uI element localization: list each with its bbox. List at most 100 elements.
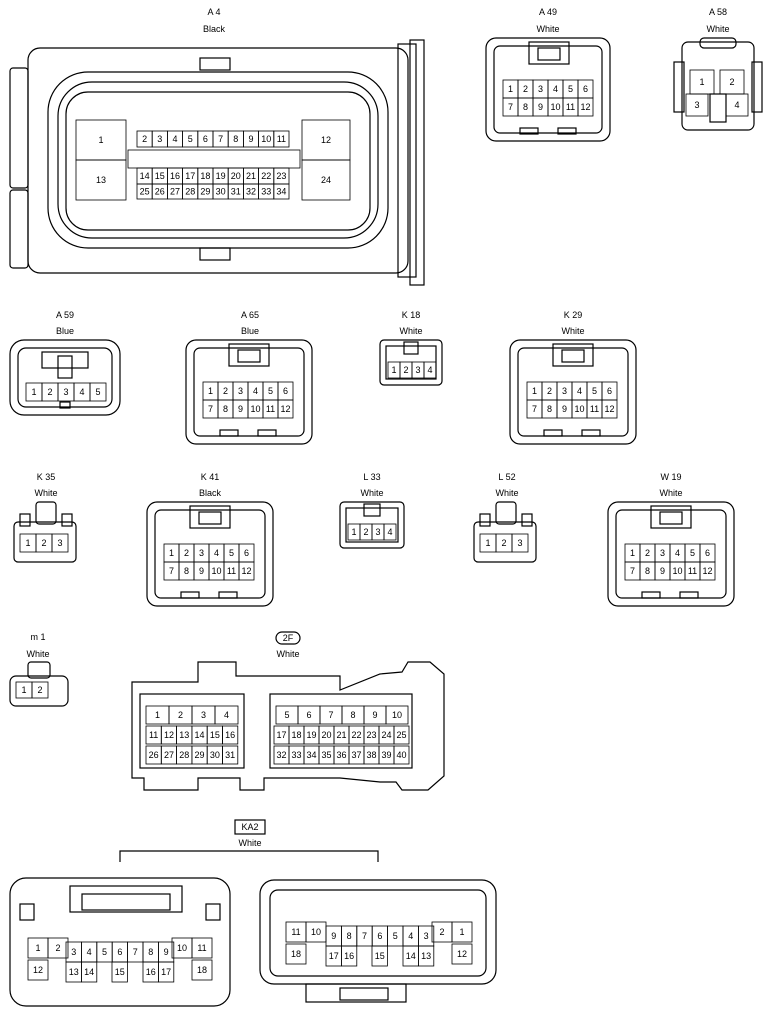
connector-2f-color: White	[276, 649, 299, 659]
2f-pin: 33	[291, 750, 301, 760]
a59-pin-cell	[89, 382, 107, 402]
k41-pin: 9	[199, 566, 204, 576]
2f-pin: 27	[164, 750, 174, 760]
w19-pin: 5	[690, 548, 695, 558]
k41-pin: 8	[184, 566, 189, 576]
connector-l33-code: L 33	[363, 472, 380, 482]
connector-ka2-code: KA2	[241, 822, 258, 832]
connector-a4-color: Black	[203, 24, 226, 34]
k35-pin: 2	[41, 538, 46, 548]
2f-pin: 4	[224, 710, 229, 720]
a65-pin: 10	[250, 404, 260, 414]
a49-pin: 3	[538, 84, 543, 94]
w19-pin: 8	[645, 566, 650, 576]
a4-pin: 31	[231, 187, 241, 197]
ka2-left-pin: 17	[161, 967, 171, 977]
connector-k41-color: Black	[199, 488, 222, 498]
a59-pin: 1	[31, 387, 36, 397]
a65-pin: 3	[238, 386, 243, 396]
ka2-left-pin: 18	[197, 965, 207, 975]
a4-pin: 13	[96, 175, 106, 185]
2f-pin: 2	[178, 710, 183, 720]
a4-big-pins: 1 13 12 24	[75, 119, 351, 201]
l33-pin: 4	[387, 527, 392, 537]
k29-pin: 1	[532, 386, 537, 396]
k35-pin: 1	[25, 538, 30, 548]
ka2-right-pin: 4	[408, 931, 413, 941]
connector-k29-color: White	[561, 326, 584, 336]
ka2-left-pin-cell	[191, 937, 213, 959]
a4-pin: 29	[200, 187, 210, 197]
2f-pin: 36	[336, 750, 346, 760]
a4-pin: 6	[203, 134, 208, 144]
2f-pin: 1	[155, 710, 160, 720]
ka2-right-pin: 8	[347, 931, 352, 941]
2f-pin: 8	[350, 710, 355, 720]
a4-pin: 11	[277, 134, 286, 144]
connector-a59-code: A 59	[56, 310, 74, 320]
a65-pin: 5	[268, 386, 273, 396]
a58-pin: 3	[694, 100, 699, 110]
w19-pin: 9	[660, 566, 665, 576]
connector-m1-code: m 1	[30, 632, 45, 642]
k41-pin: 5	[229, 548, 234, 558]
a4-pin: 22	[261, 171, 271, 181]
ka2-left-pin-cell	[191, 959, 213, 981]
a4-pin: 23	[276, 171, 286, 181]
2f-pin: 28	[179, 750, 189, 760]
2f-pin: 30	[210, 750, 220, 760]
connector-k41-code: K 41	[201, 472, 220, 482]
2f-pin-cell	[222, 745, 239, 765]
a65-pin: 7	[208, 404, 213, 414]
a65-pin: 4	[253, 386, 258, 396]
a65-pin: 11	[266, 404, 275, 414]
l52-pin: 3	[517, 538, 522, 548]
2f-pin: 24	[381, 730, 391, 740]
a49-pin: 6	[583, 84, 588, 94]
w19-pin: 12	[702, 566, 712, 576]
2f-pin: 17	[276, 730, 286, 740]
k29-pin: 4	[577, 386, 582, 396]
2f-pin: 37	[351, 750, 361, 760]
k41-pin: 11	[227, 566, 236, 576]
ka2-left-pin: 15	[115, 967, 125, 977]
2f-pin: 3	[201, 710, 206, 720]
a4-pin: 4	[172, 134, 177, 144]
connector-ka2-color: White	[238, 838, 261, 848]
a59-pin: 2	[47, 387, 52, 397]
a4-pin: 27	[170, 187, 180, 197]
2f-pin: 38	[366, 750, 376, 760]
k29-pin: 11	[590, 404, 599, 414]
2f-pin-cell	[214, 705, 239, 725]
ka2-right-pin: 9	[331, 931, 336, 941]
connector-k35-color: White	[34, 488, 57, 498]
k41-pin-cell	[238, 561, 255, 581]
ka2-left-pin: 6	[117, 947, 122, 957]
a49-pin: 4	[553, 84, 558, 94]
ka2-right-pin: 1	[459, 927, 464, 937]
w19-pin: 1	[630, 548, 635, 558]
a58-pin: 2	[729, 77, 734, 87]
a49-pin: 9	[538, 102, 543, 112]
w19-pin: 2	[645, 548, 650, 558]
a4-pin: 19	[216, 171, 226, 181]
ka2-left-pin: 7	[133, 947, 138, 957]
connector-a65-code: A 65	[241, 310, 259, 320]
2f-pin: 40	[396, 750, 406, 760]
ka2-left-pin: 8	[148, 947, 153, 957]
a4-pin-cell	[273, 183, 290, 200]
a65-pin: 12	[280, 404, 290, 414]
2f-pin: 15	[210, 730, 220, 740]
a4-pin: 2	[142, 134, 147, 144]
